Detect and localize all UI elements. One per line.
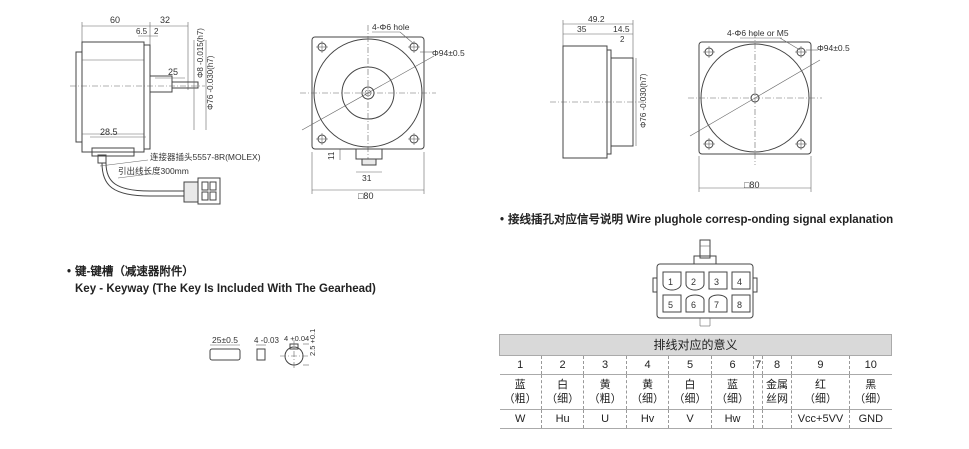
wire-color <box>753 374 763 410</box>
col-number: 3 <box>583 355 627 375</box>
table-row-signals: W Hu U Hv V Hw Vcc+5VV GND <box>499 409 892 429</box>
signal-name <box>762 409 792 429</box>
col-number: 10 <box>849 355 892 375</box>
dim-25: 25 <box>168 67 178 77</box>
size-80-right: □80 <box>744 180 759 190</box>
pin-3: 3 <box>708 271 728 290</box>
wire-section-title: •接线插孔对应信号说明 Wire plughole corresp-onding… <box>500 214 894 226</box>
svg-text:2: 2 <box>691 277 696 287</box>
dim-phi76-right: Φ76 -0.030(h7) <box>639 73 648 128</box>
table-row-wire-colors: 蓝（粗） 白（细） 黄（粗） 黄（细） 白（细） 蓝（细） 金属丝网 红（细） … <box>499 374 892 410</box>
signal-name <box>753 409 763 429</box>
right-front-view: 4-Φ6 hole or M5 Φ94±0.5 □80 <box>688 28 850 192</box>
signal-name: Vcc+5VV <box>790 409 850 429</box>
dim-phi8: Φ8 -0.015(h7) <box>196 28 205 78</box>
dim-keyway-width: 4 +0.04 <box>284 334 309 343</box>
lead-length-label: 引出线长度300mm <box>118 166 189 176</box>
left-side-view: 60 32 6.5 2 25 Φ8 -0.015(h7) Φ76 -0.030(… <box>70 15 261 205</box>
col-number: 5 <box>668 355 712 375</box>
wire-color: 金属丝网 <box>762 374 792 410</box>
signal-table: 排线对应的意义 1 2 3 4 5 6 7 8 9 10 蓝（粗） 白（细） 黄… <box>499 334 892 429</box>
signal-name: W <box>499 409 542 429</box>
signal-name: U <box>583 409 627 429</box>
svg-text:6: 6 <box>691 300 696 310</box>
svg-text:4: 4 <box>737 277 742 287</box>
pin-8: 8 <box>731 294 751 313</box>
key-section-title-en: Key - Keyway (The Key Is Included With T… <box>75 283 376 295</box>
svg-text:1: 1 <box>668 277 673 287</box>
svg-text:5: 5 <box>668 300 673 310</box>
signal-name: GND <box>849 409 892 429</box>
right-side-view: 49.2 35 14.5 2 Φ76 -0.030(h7) <box>550 14 648 159</box>
col-number: 8 <box>762 355 792 375</box>
wire-color: 黄（细） <box>625 374 669 410</box>
signal-table-title: 排线对应的意义 <box>499 334 892 356</box>
dim-14-5: 14.5 <box>613 24 630 34</box>
dim-49-2: 49.2 <box>588 14 605 24</box>
size-80-left: □80 <box>358 191 373 201</box>
dim-keyway-depth: 2.5 +0.1 <box>308 329 317 356</box>
col-number: 9 <box>790 355 850 375</box>
wire-color: 白（细） <box>668 374 712 410</box>
col-number: 2 <box>540 355 584 375</box>
svg-text:8: 8 <box>737 300 742 310</box>
dim-35: 35 <box>577 24 587 34</box>
dim-2-right: 2 <box>620 35 625 44</box>
signal-name: V <box>668 409 712 429</box>
pin-7: 7 <box>708 294 728 313</box>
wire-color: 红（细） <box>790 374 850 410</box>
wire-color: 蓝（细） <box>710 374 754 410</box>
pin-4: 4 <box>731 271 751 290</box>
dim-31: 31 <box>362 173 372 183</box>
diameter-label-left: Φ94±0.5 <box>432 48 465 58</box>
col-number: 6 <box>710 355 754 375</box>
dim-6-5: 6.5 <box>136 27 148 36</box>
hole-label-left: 4-Φ6 hole <box>372 22 410 32</box>
dim-11: 11 <box>327 151 336 160</box>
connector-label: 连接器插头5557-8R(MOLEX) <box>150 152 261 162</box>
dim-key-length: 25±0.5 <box>212 335 238 345</box>
dim-key-width: 4 -0.03 <box>254 336 279 345</box>
signal-name: Hw <box>710 409 754 429</box>
svg-text:7: 7 <box>714 300 719 310</box>
left-front-view: 4-Φ6 hole Φ94±0.5 11 31 □80 <box>300 22 465 201</box>
signal-name: Hv <box>625 409 669 429</box>
dim-phi76: Φ76 -0.030(h7) <box>206 55 215 110</box>
pin-6: 6 <box>685 294 705 313</box>
col-number: 4 <box>625 355 669 375</box>
dim-28-5: 28.5 <box>100 127 118 137</box>
dim-60: 60 <box>110 15 120 25</box>
pin-1: 1 <box>662 271 682 291</box>
hole-label-right: 4-Φ6 hole or M5 <box>727 28 789 38</box>
key-keyway-drawings: 25±0.5 4 -0.03 4 +0.04 2.5 +0.1 <box>209 329 317 370</box>
svg-text:3: 3 <box>714 277 719 287</box>
table-row-numbers: 1 2 3 4 5 6 7 8 9 10 <box>499 355 892 375</box>
wire-color: 白（细） <box>540 374 584 410</box>
pin-5: 5 <box>662 294 682 313</box>
diameter-label-right: Φ94±0.5 <box>817 43 850 53</box>
dim-2: 2 <box>154 27 159 36</box>
connector-plug-diagram: 1 2 3 4 5 6 7 8 <box>652 239 758 327</box>
key-section-title-cn: •键-键槽（减速器附件） <box>67 266 194 278</box>
col-number: 1 <box>499 355 542 375</box>
wire-color: 黄（粗） <box>583 374 627 410</box>
signal-name: Hu <box>540 409 584 429</box>
wire-color: 黑（细） <box>849 374 892 410</box>
dim-32: 32 <box>160 15 170 25</box>
col-number: 7 <box>753 355 763 375</box>
pin-2: 2 <box>685 271 705 291</box>
wire-color: 蓝（粗） <box>499 374 542 410</box>
